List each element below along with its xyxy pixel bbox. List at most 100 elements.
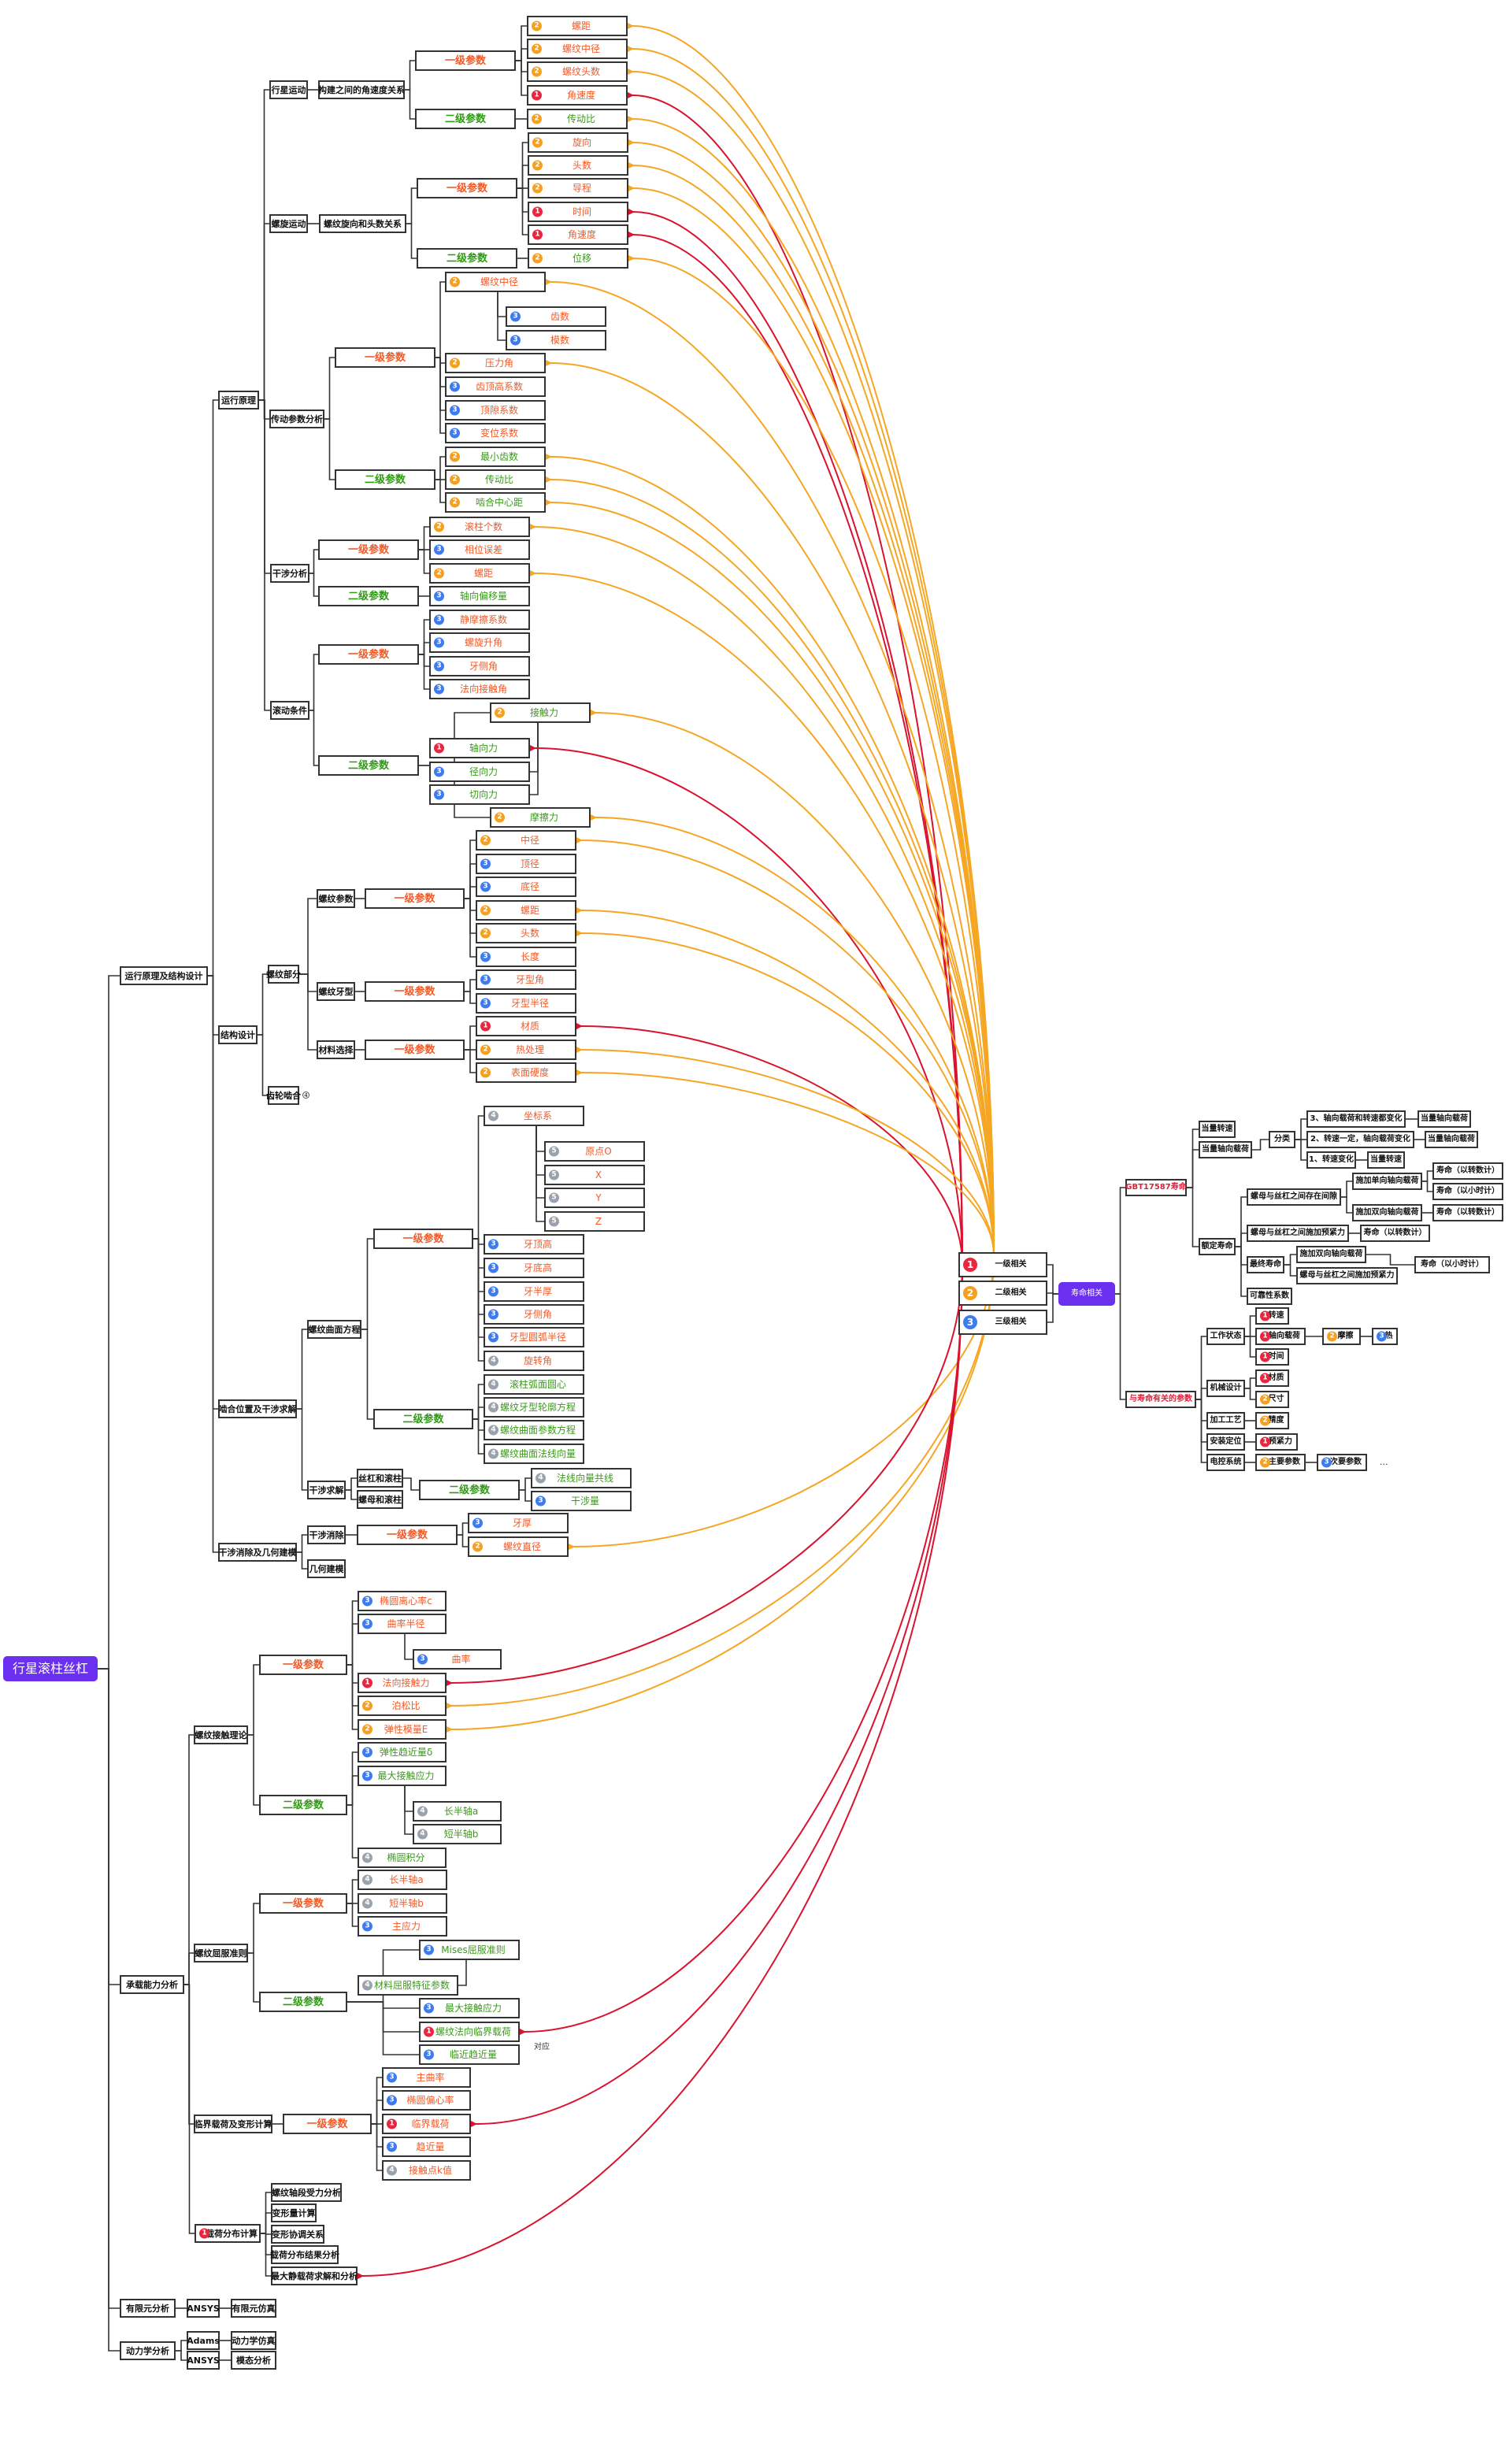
- node-j2b[interactable]: 二级参数: [259, 1992, 347, 2012]
- node-j1b[interactable]: 二级参数: [259, 1795, 347, 1815]
- node-k2[interactable]: 有限元仿真: [231, 2299, 276, 2318]
- node-f3a[interactable]: 一级参数: [365, 888, 465, 909]
- node-m2[interactable]: 变形量计算: [271, 2203, 317, 2222]
- node-d2[interactable]: 螺旋运动: [269, 214, 308, 233]
- node-u10[interactable]: 加工工艺: [1206, 1412, 1245, 1429]
- node-u7[interactable]: 机械设计: [1206, 1380, 1245, 1397]
- node-m5[interactable]: 最大静载荷求解和分析: [271, 2266, 358, 2285]
- node-u14[interactable]: 电控系统: [1206, 1454, 1245, 1471]
- node-e1b[interactable]: 二级参数: [415, 109, 516, 129]
- node-b1[interactable]: 运行原理及结构设计: [120, 966, 208, 985]
- node-h1a[interactable]: 一级参数: [357, 1525, 458, 1545]
- node-f4a[interactable]: 一级参数: [365, 981, 465, 1002]
- node-u1[interactable]: 工作状态: [1206, 1328, 1245, 1345]
- node-f5a[interactable]: 一级参数: [365, 1040, 465, 1060]
- node-r[interactable]: 行星滚柱丝杠: [3, 1656, 98, 1681]
- node-c2[interactable]: 结构设计: [218, 1025, 258, 1044]
- node-k1[interactable]: ANSYS: [187, 2299, 220, 2318]
- node-e3a[interactable]: 一级参数: [335, 347, 435, 368]
- node-h1[interactable]: 干涉消除: [307, 1525, 346, 1544]
- node-t1[interactable]: 当量转速: [1199, 1121, 1236, 1138]
- node-e2b[interactable]: 二级参数: [417, 248, 517, 269]
- node-t15[interactable]: 施加双向轴向载荷: [1352, 1204, 1422, 1221]
- node-t5[interactable]: 3、轴向载荷和转速都变化: [1306, 1110, 1406, 1128]
- node-e5b[interactable]: 二级参数: [318, 755, 419, 776]
- node-t13[interactable]: 寿命（以转数计）: [1432, 1162, 1503, 1180]
- node-t12[interactable]: 施加单向轴向载荷: [1352, 1173, 1422, 1190]
- node-g1[interactable]: 螺纹曲面方程: [307, 1320, 361, 1339]
- node-t3[interactable]: 额定寿命: [1199, 1238, 1236, 1255]
- node-k6[interactable]: 模态分析: [231, 2351, 276, 2370]
- node-e2a[interactable]: 一级参数: [417, 178, 517, 198]
- node-t9[interactable]: 1、转速变化: [1306, 1151, 1356, 1169]
- node-c1[interactable]: 运行原理: [218, 391, 259, 410]
- node-d3[interactable]: 传动参数分析: [269, 410, 324, 428]
- node-e4a[interactable]: 一级参数: [318, 539, 419, 560]
- node-t21[interactable]: 螺母与丝杠之间施加预紧力: [1296, 1267, 1398, 1284]
- node-t17[interactable]: 螺母与丝杠之间施加预紧力: [1247, 1225, 1349, 1242]
- node-e5a[interactable]: 一级参数: [318, 644, 419, 665]
- node-t10[interactable]: 当量转速: [1367, 1151, 1405, 1169]
- node-f5[interactable]: 材料选择: [317, 1040, 355, 1059]
- node-m4[interactable]: 载荷分布结果分析: [270, 2245, 339, 2264]
- node-d4[interactable]: 干涉分析: [270, 564, 309, 583]
- node-j2a[interactable]: 一级参数: [259, 1893, 347, 1914]
- node-k5[interactable]: 动力学仿真: [231, 2331, 276, 2350]
- node-t19[interactable]: 最终寿命: [1247, 1256, 1284, 1273]
- node-m3[interactable]: 变形协调关系: [271, 2225, 324, 2244]
- collapse-toggle-icon[interactable]: 4: [302, 1092, 309, 1099]
- node-g3[interactable]: 丝杠和滚柱: [357, 1469, 403, 1488]
- node-f3[interactable]: 螺纹参数: [317, 889, 355, 908]
- node-t7[interactable]: 2、转速一定，轴向载荷变化: [1306, 1131, 1414, 1148]
- node-e1a[interactable]: 一级参数: [415, 50, 516, 71]
